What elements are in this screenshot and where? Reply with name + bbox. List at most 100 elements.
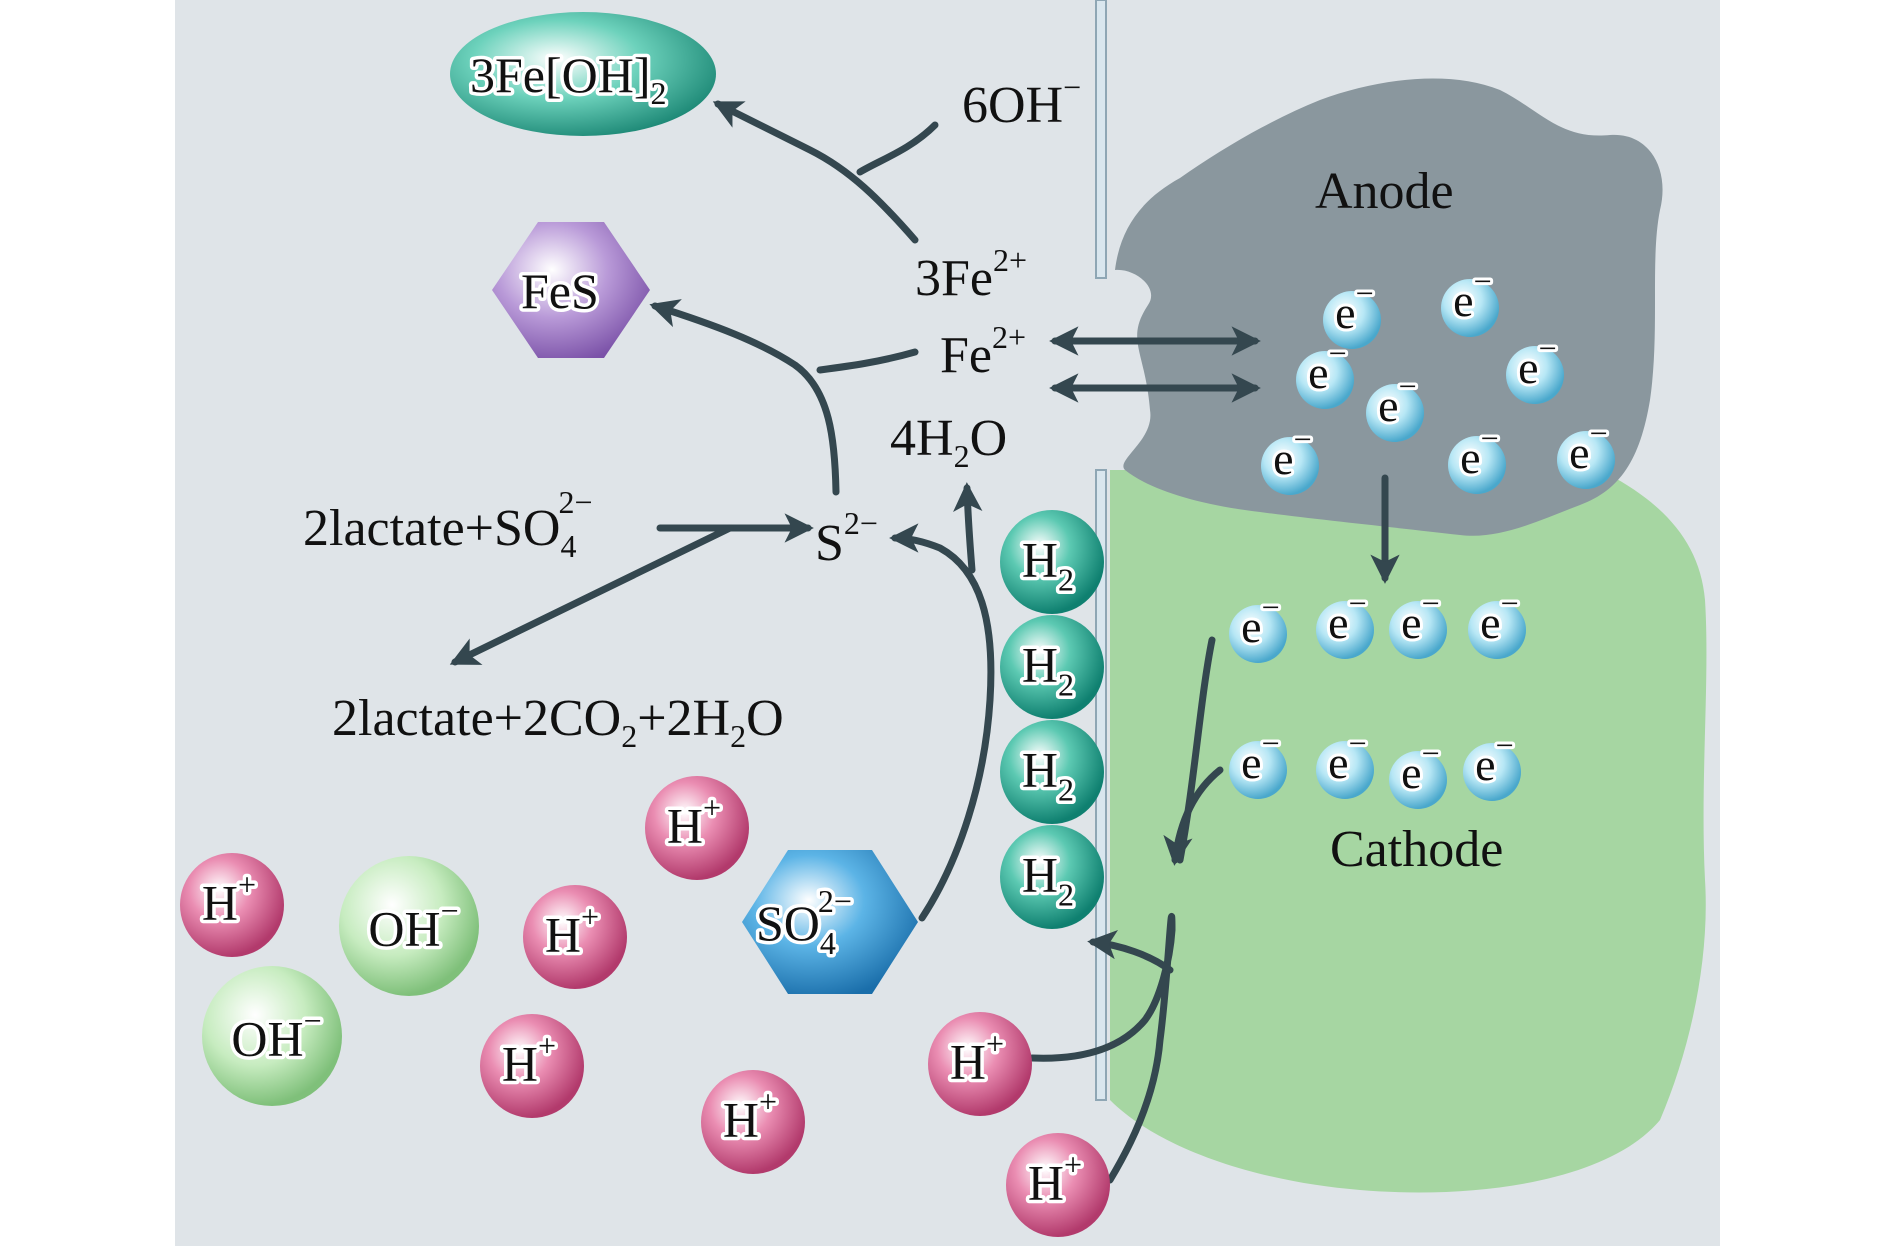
hydroxide-ion-1-base: OH: [368, 901, 440, 957]
hydrogen-ion-2-base: H: [202, 875, 238, 931]
electron-7-shape: [1448, 436, 1506, 494]
h2-molecule-3-sub: 2: [1058, 772, 1074, 808]
electron-16-sup: −: [1496, 727, 1514, 763]
h2-molecule-2-base: H: [1022, 637, 1058, 693]
hydrogen-ion-4-shape: [480, 1014, 584, 1118]
electron-6-sup: −: [1294, 421, 1312, 457]
electron-15-sup: −: [1422, 735, 1440, 771]
hydrogen-ion-2-shape: [180, 853, 284, 957]
fe-oh2-product: 3Fe[OH]2: [450, 12, 716, 136]
hydroxide-ion-1: OH−: [339, 856, 479, 996]
h2-molecule-4-label: H2: [1022, 847, 1074, 913]
electron-2: e−: [1441, 260, 1499, 337]
label-fe: Fe2+: [940, 319, 1026, 384]
h2-molecule-4-sub: 2: [1058, 877, 1074, 913]
fe-base: Fe: [940, 327, 992, 384]
oh6-base: 6OH: [962, 77, 1063, 134]
electron-1-label: e−: [1335, 275, 1373, 338]
arrow-fe3-to-feoh2: [712, 100, 919, 244]
hydrogen-ion-3: H+: [523, 885, 627, 989]
electron-1-base: e: [1335, 287, 1355, 338]
hydrogen-ion-7-label: H+: [1028, 1147, 1082, 1211]
hydroxide-ion-1-sup: −: [441, 893, 459, 929]
electron-14-base: e: [1328, 737, 1348, 788]
arrow-hplus-path: [1028, 912, 1176, 1184]
fe-sup: 2+: [992, 319, 1026, 355]
h2-molecule-2-label: H2: [1022, 637, 1074, 703]
hydrogen-ion-6-label: H+: [950, 1026, 1004, 1090]
hydrogen-ion-2-label: H+: [202, 867, 256, 931]
electron-10-sup: −: [1349, 585, 1367, 621]
hydrogen-ion-7-sup: +: [1064, 1147, 1082, 1183]
electron-5-shape: [1366, 384, 1424, 442]
h2-molecule-1-shape: [1000, 510, 1104, 614]
arrow-to-h2o: [953, 482, 983, 574]
hydroxide-ion-2-sup: −: [304, 1003, 322, 1039]
hydrogen-ion-4-base: H: [502, 1036, 538, 1092]
solution-ions: H+H+H+H+H+H+H+OH−OH−: [180, 776, 1110, 1237]
hydrogen-ion-6-sup: +: [986, 1026, 1004, 1062]
hydrogen-ion-6: H+: [928, 1012, 1032, 1116]
electron-15-label: e−: [1401, 735, 1439, 798]
electron-4-base: e: [1518, 342, 1538, 393]
electron-12-label: e−: [1480, 585, 1518, 648]
hydroxide-ion-2: OH−: [202, 966, 342, 1106]
membrane-wall-upper: [1095, 0, 1107, 279]
h2-molecule-1: H2: [1000, 510, 1104, 614]
hydrogen-ion-5-shape: [701, 1070, 805, 1174]
arrow-electron-path-2: [1163, 766, 1224, 866]
electron-1-sup: −: [1356, 275, 1374, 311]
electron-14: e−: [1316, 722, 1374, 799]
lactate-sub: 4: [560, 528, 576, 564]
electron-6: e−: [1261, 418, 1319, 495]
arrow-fe-to-fes: [816, 348, 919, 374]
hydrogen-ion-1: H+: [645, 776, 749, 880]
fe-oh2-base: 3Fe[OH]: [470, 47, 651, 103]
electron-9-base: e: [1241, 601, 1261, 652]
electron-15-base: e: [1401, 747, 1421, 798]
electron-8-sup: −: [1590, 415, 1608, 451]
electron-4-shape: [1506, 346, 1564, 404]
electron-12-shape: [1468, 601, 1526, 659]
h2-molecule-4: H2: [1000, 825, 1104, 929]
lactate-sup: 2−: [558, 484, 592, 520]
hydroxide-ion-1-label: OH−: [368, 893, 458, 957]
fe3-base: 3Fe: [915, 250, 993, 307]
label-s2: S2−: [815, 505, 878, 572]
label-lactate-so4: 2lactate+SO42−: [303, 484, 593, 564]
electron-8-label: e−: [1569, 415, 1607, 478]
fe-oh2-sub: 2: [651, 75, 667, 111]
h2-molecule-2-sub: 2: [1058, 667, 1074, 703]
oh6-sup: −: [1063, 69, 1081, 105]
electron-11-shape: [1389, 601, 1447, 659]
electron-12: e−: [1468, 582, 1526, 659]
electron-5-sup: −: [1399, 368, 1417, 404]
hydrogen-ion-5: H+: [701, 1070, 805, 1174]
hydrogen-ion-5-sup: +: [759, 1084, 777, 1120]
cathode-label: Cathode: [1330, 821, 1503, 878]
electron-11: e−: [1389, 582, 1447, 659]
hydrogen-ion-1-base: H: [667, 798, 703, 854]
electron-12-sup: −: [1501, 585, 1519, 621]
svg-text:SO42−: SO42−: [756, 883, 852, 961]
h2-molecule-3-shape: [1000, 720, 1104, 824]
hydrogen-ion-7: H+: [1006, 1133, 1110, 1237]
electron-8-shape: [1557, 431, 1615, 489]
electron-3-shape: [1296, 351, 1354, 409]
arrow-to-h2-bottom: [1087, 929, 1174, 974]
electron-11-sup: −: [1422, 585, 1440, 621]
electron-10-label: e−: [1328, 585, 1366, 648]
electron-16-base: e: [1475, 739, 1495, 790]
arrow-electron-path-1: [1176, 636, 1216, 864]
hydrogen-ion-7-base: H: [1028, 1155, 1064, 1211]
label-4h2o: 4H2O: [890, 410, 1007, 474]
hydrogen-ion-6-base: H: [950, 1034, 986, 1090]
electron-10-shape: [1316, 601, 1374, 659]
arrow-so4-to-s: [889, 523, 995, 922]
hydrogen-ion-3-label: H+: [545, 899, 599, 963]
hydrogen-ion-3-base: H: [545, 907, 581, 963]
electron-4: e−: [1506, 327, 1564, 404]
electron-3: e−: [1296, 332, 1354, 409]
